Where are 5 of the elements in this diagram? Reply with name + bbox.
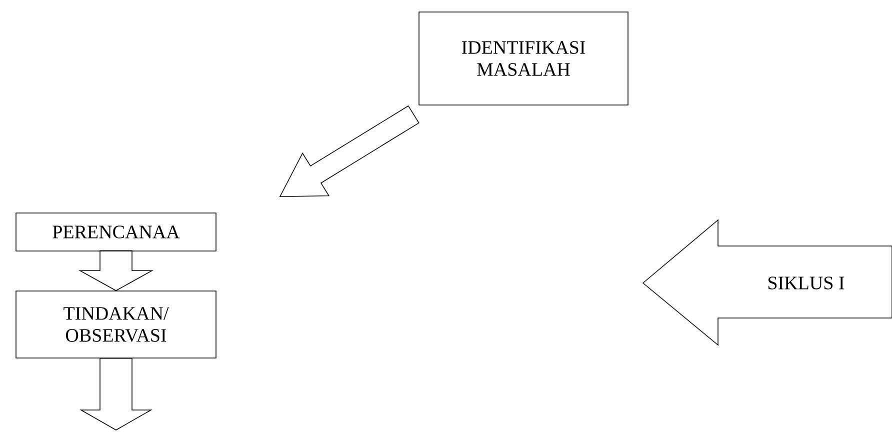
- process-box: PERENCANAA: [16, 212, 216, 252]
- block-arrow: [80, 358, 153, 430]
- process-box: TINDAKAN/ OBSERVASI: [16, 290, 216, 358]
- block-arrow: [78, 250, 154, 292]
- process-box: IDENTIFIKASI MASALAH: [418, 12, 628, 106]
